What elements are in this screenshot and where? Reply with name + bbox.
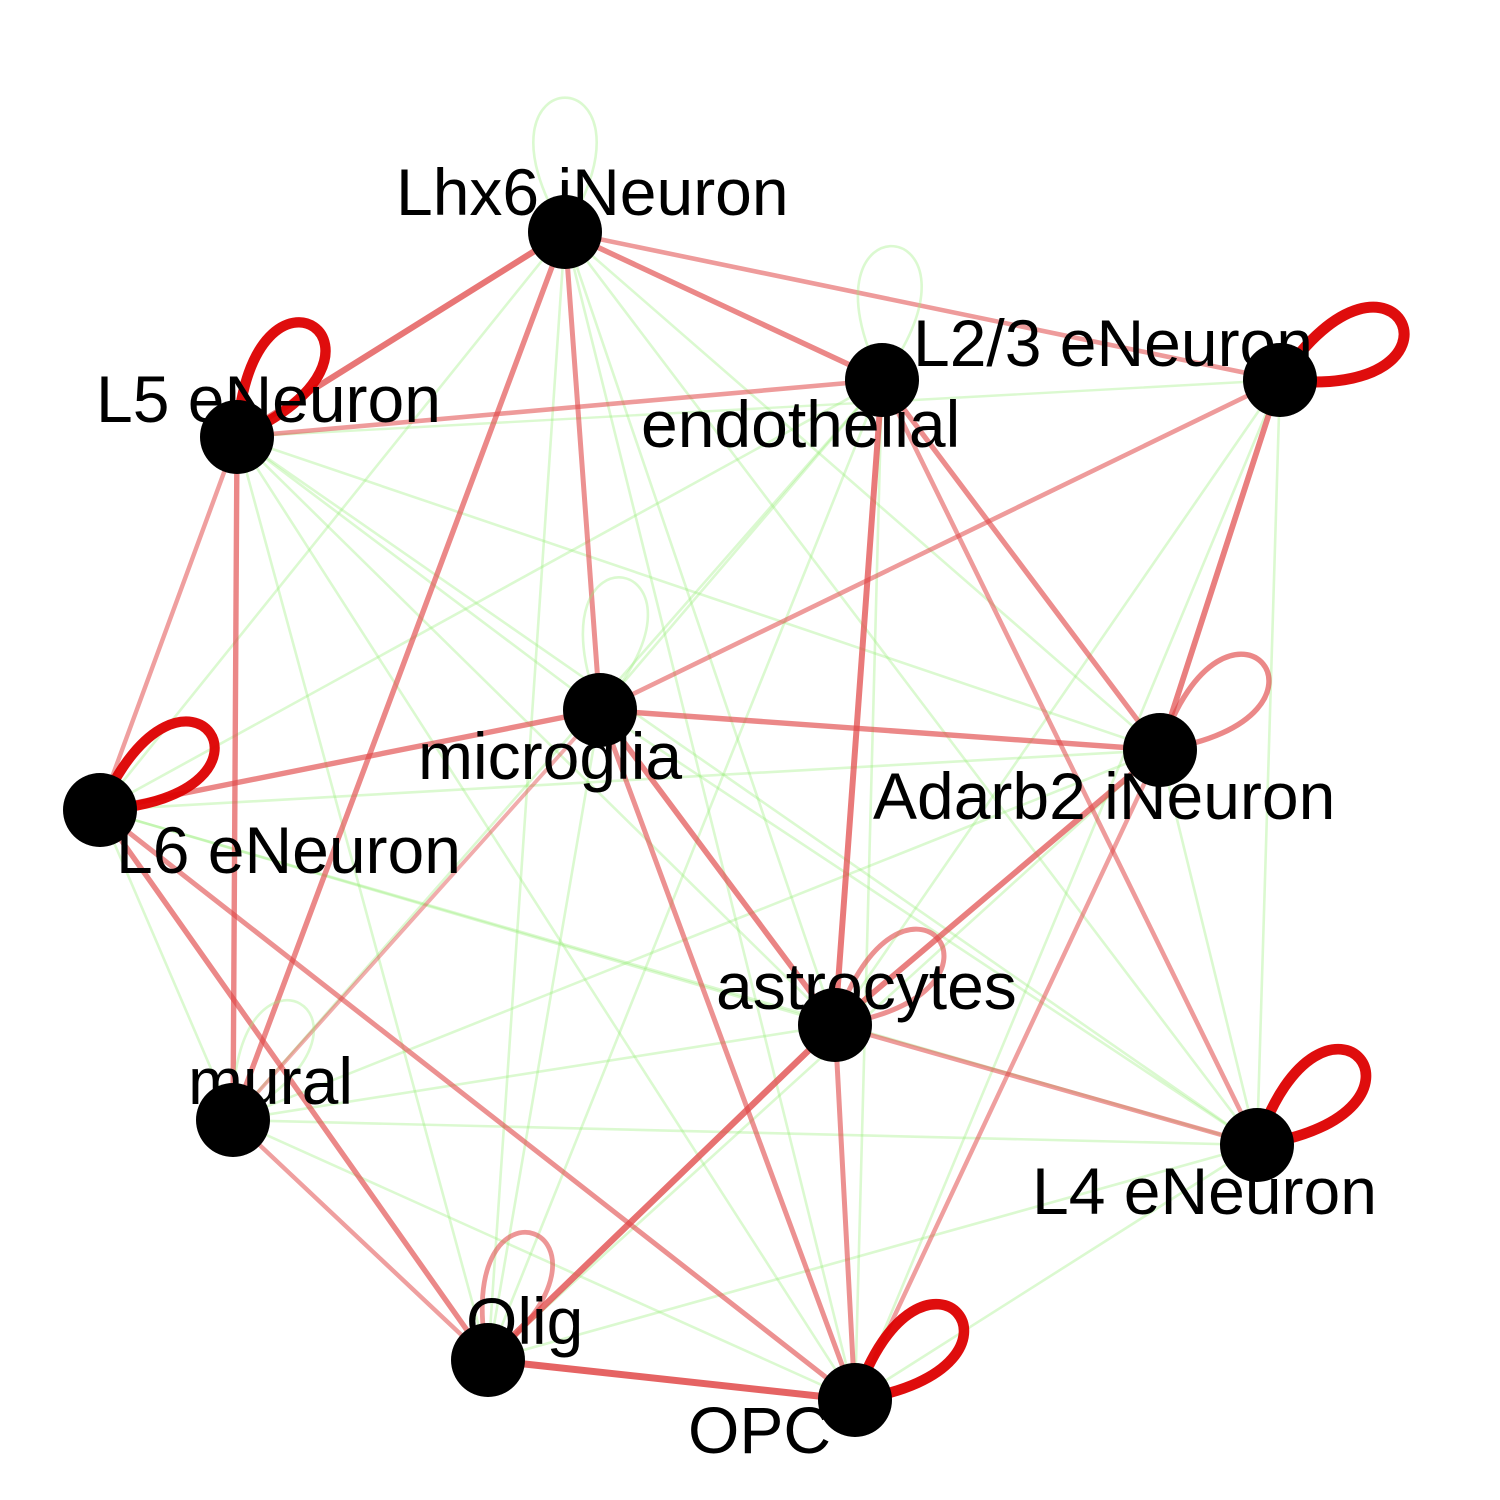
edge-mural-astro	[231, 1023, 837, 1122]
edge-micro-adarb2	[597, 707, 1163, 753]
edge-astro-opc	[832, 1022, 858, 1403]
edge-adarb2-l4	[1158, 748, 1259, 1147]
edge-micro-l4	[598, 708, 1259, 1147]
node-olig	[451, 1323, 525, 1397]
node-label-mural: mural	[188, 1044, 353, 1118]
node-astro	[798, 988, 872, 1062]
edge-l5-l4	[235, 435, 1259, 1147]
nodes	[63, 195, 1317, 1437]
edge-mural-olig	[230, 1117, 491, 1363]
edge-l23-l4	[1255, 378, 1282, 1147]
edge-endo-l4	[879, 377, 1260, 1148]
loop-l4	[1251, 1043, 1372, 1151]
loop-l6	[95, 716, 220, 816]
node-label-opc: OPC	[688, 1393, 831, 1467]
edge-endo-olig	[486, 378, 884, 1362]
edge-lhx6-mural	[230, 229, 568, 1123]
node-label-lhx6: Lhx6 iNeuron	[396, 155, 789, 229]
edge-mural-opc	[231, 1118, 857, 1402]
edge-endo-l6	[98, 378, 884, 812]
node-endo	[845, 343, 919, 417]
node-label-astro: astrocytes	[716, 949, 1017, 1023]
node-l4	[1220, 1108, 1294, 1182]
loop-lhx6	[532, 96, 598, 233]
edge-endo-opc	[853, 378, 884, 1402]
edge-lhx6-opc	[563, 230, 857, 1402]
edge-micro-astro	[597, 707, 838, 1028]
edge-l4-olig	[486, 1143, 1259, 1362]
edge-mural-l4	[231, 1118, 1259, 1147]
edge-lhx6-astro	[563, 230, 837, 1027]
edge-l6-opc	[97, 807, 858, 1403]
edge-l5-endo	[234, 377, 885, 440]
edge-micro-opc	[597, 707, 858, 1403]
edge-l5-olig	[235, 435, 490, 1362]
node-label-l5: L5 eNeuron	[96, 362, 441, 436]
loop-adarb2	[1157, 651, 1272, 753]
loop-l23	[1275, 301, 1410, 388]
node-opc	[818, 1363, 892, 1437]
node-label-l23: L2/3 eNeuron	[913, 306, 1313, 380]
edge-l23-astro	[833, 378, 1282, 1027]
loop-astro	[832, 926, 947, 1028]
edge-l23-l5	[235, 378, 1282, 439]
edge-adarb2-l6	[98, 748, 1162, 812]
node-l23	[1243, 343, 1317, 417]
edge-l6-olig	[97, 807, 491, 1363]
edge-l5-l6	[97, 434, 240, 813]
edge-l5-micro	[235, 435, 602, 712]
node-lhx6	[528, 195, 602, 269]
loop-olig	[480, 1230, 555, 1362]
edges	[95, 96, 1410, 1406]
edge-lhx6-endo	[562, 229, 885, 383]
edge-astro-l4	[832, 1022, 1260, 1148]
node-adarb2	[1123, 713, 1197, 787]
edge-l5-mural	[230, 434, 240, 1123]
edge-l5-adarb2	[235, 435, 1162, 752]
edge-lhx6-olig	[486, 230, 567, 1362]
loop-micro	[581, 576, 650, 711]
loop-l5	[231, 317, 331, 442]
node-label-l4: L4 eNeuron	[1032, 1154, 1377, 1228]
node-l6	[63, 773, 137, 847]
edge-l23-micro	[597, 377, 1283, 713]
node-l5	[200, 400, 274, 474]
edge-l5-astro	[235, 435, 837, 1027]
loop-opc	[849, 1299, 970, 1406]
edge-micro-olig	[486, 708, 602, 1362]
edge-l6-astro	[98, 808, 837, 1027]
edge-astro-olig	[484, 1021, 839, 1364]
edge-endo-micro	[598, 378, 884, 712]
edge-lhx6-l6	[98, 230, 567, 812]
edge-l6-mural	[98, 808, 235, 1122]
node-label-l6: L6 eNeuron	[116, 813, 461, 887]
edge-lhx6-l23	[562, 229, 1283, 383]
loop-endo	[856, 244, 923, 381]
node-label-endo: endothelial	[641, 387, 960, 461]
node-label-adarb2: Adarb2 iNeuron	[873, 759, 1335, 833]
node-label-micro: microglia	[418, 719, 682, 793]
edge-adarb2-mural	[231, 748, 1162, 1122]
edge-l5-opc	[235, 435, 857, 1402]
edge-lhx6-l4	[563, 230, 1259, 1147]
node-label-olig: Olig	[466, 1284, 583, 1358]
edge-l4-opc	[853, 1143, 1259, 1402]
loop-mural	[231, 998, 315, 1122]
edge-endo-adarb2	[879, 377, 1163, 753]
edge-lhx6-micro	[562, 229, 603, 713]
edge-l23-opc	[853, 378, 1282, 1402]
node-mural	[196, 1083, 270, 1157]
edge-adarb2-astro	[832, 747, 1163, 1028]
edge-olig-opc	[484, 1356, 859, 1404]
edge-endo-astro	[832, 377, 885, 1028]
edge-lhx6-adarb2	[563, 230, 1162, 752]
edge-l23-adarb2	[1157, 377, 1283, 753]
edge-micro-mural	[231, 708, 602, 1122]
node-micro	[563, 673, 637, 747]
